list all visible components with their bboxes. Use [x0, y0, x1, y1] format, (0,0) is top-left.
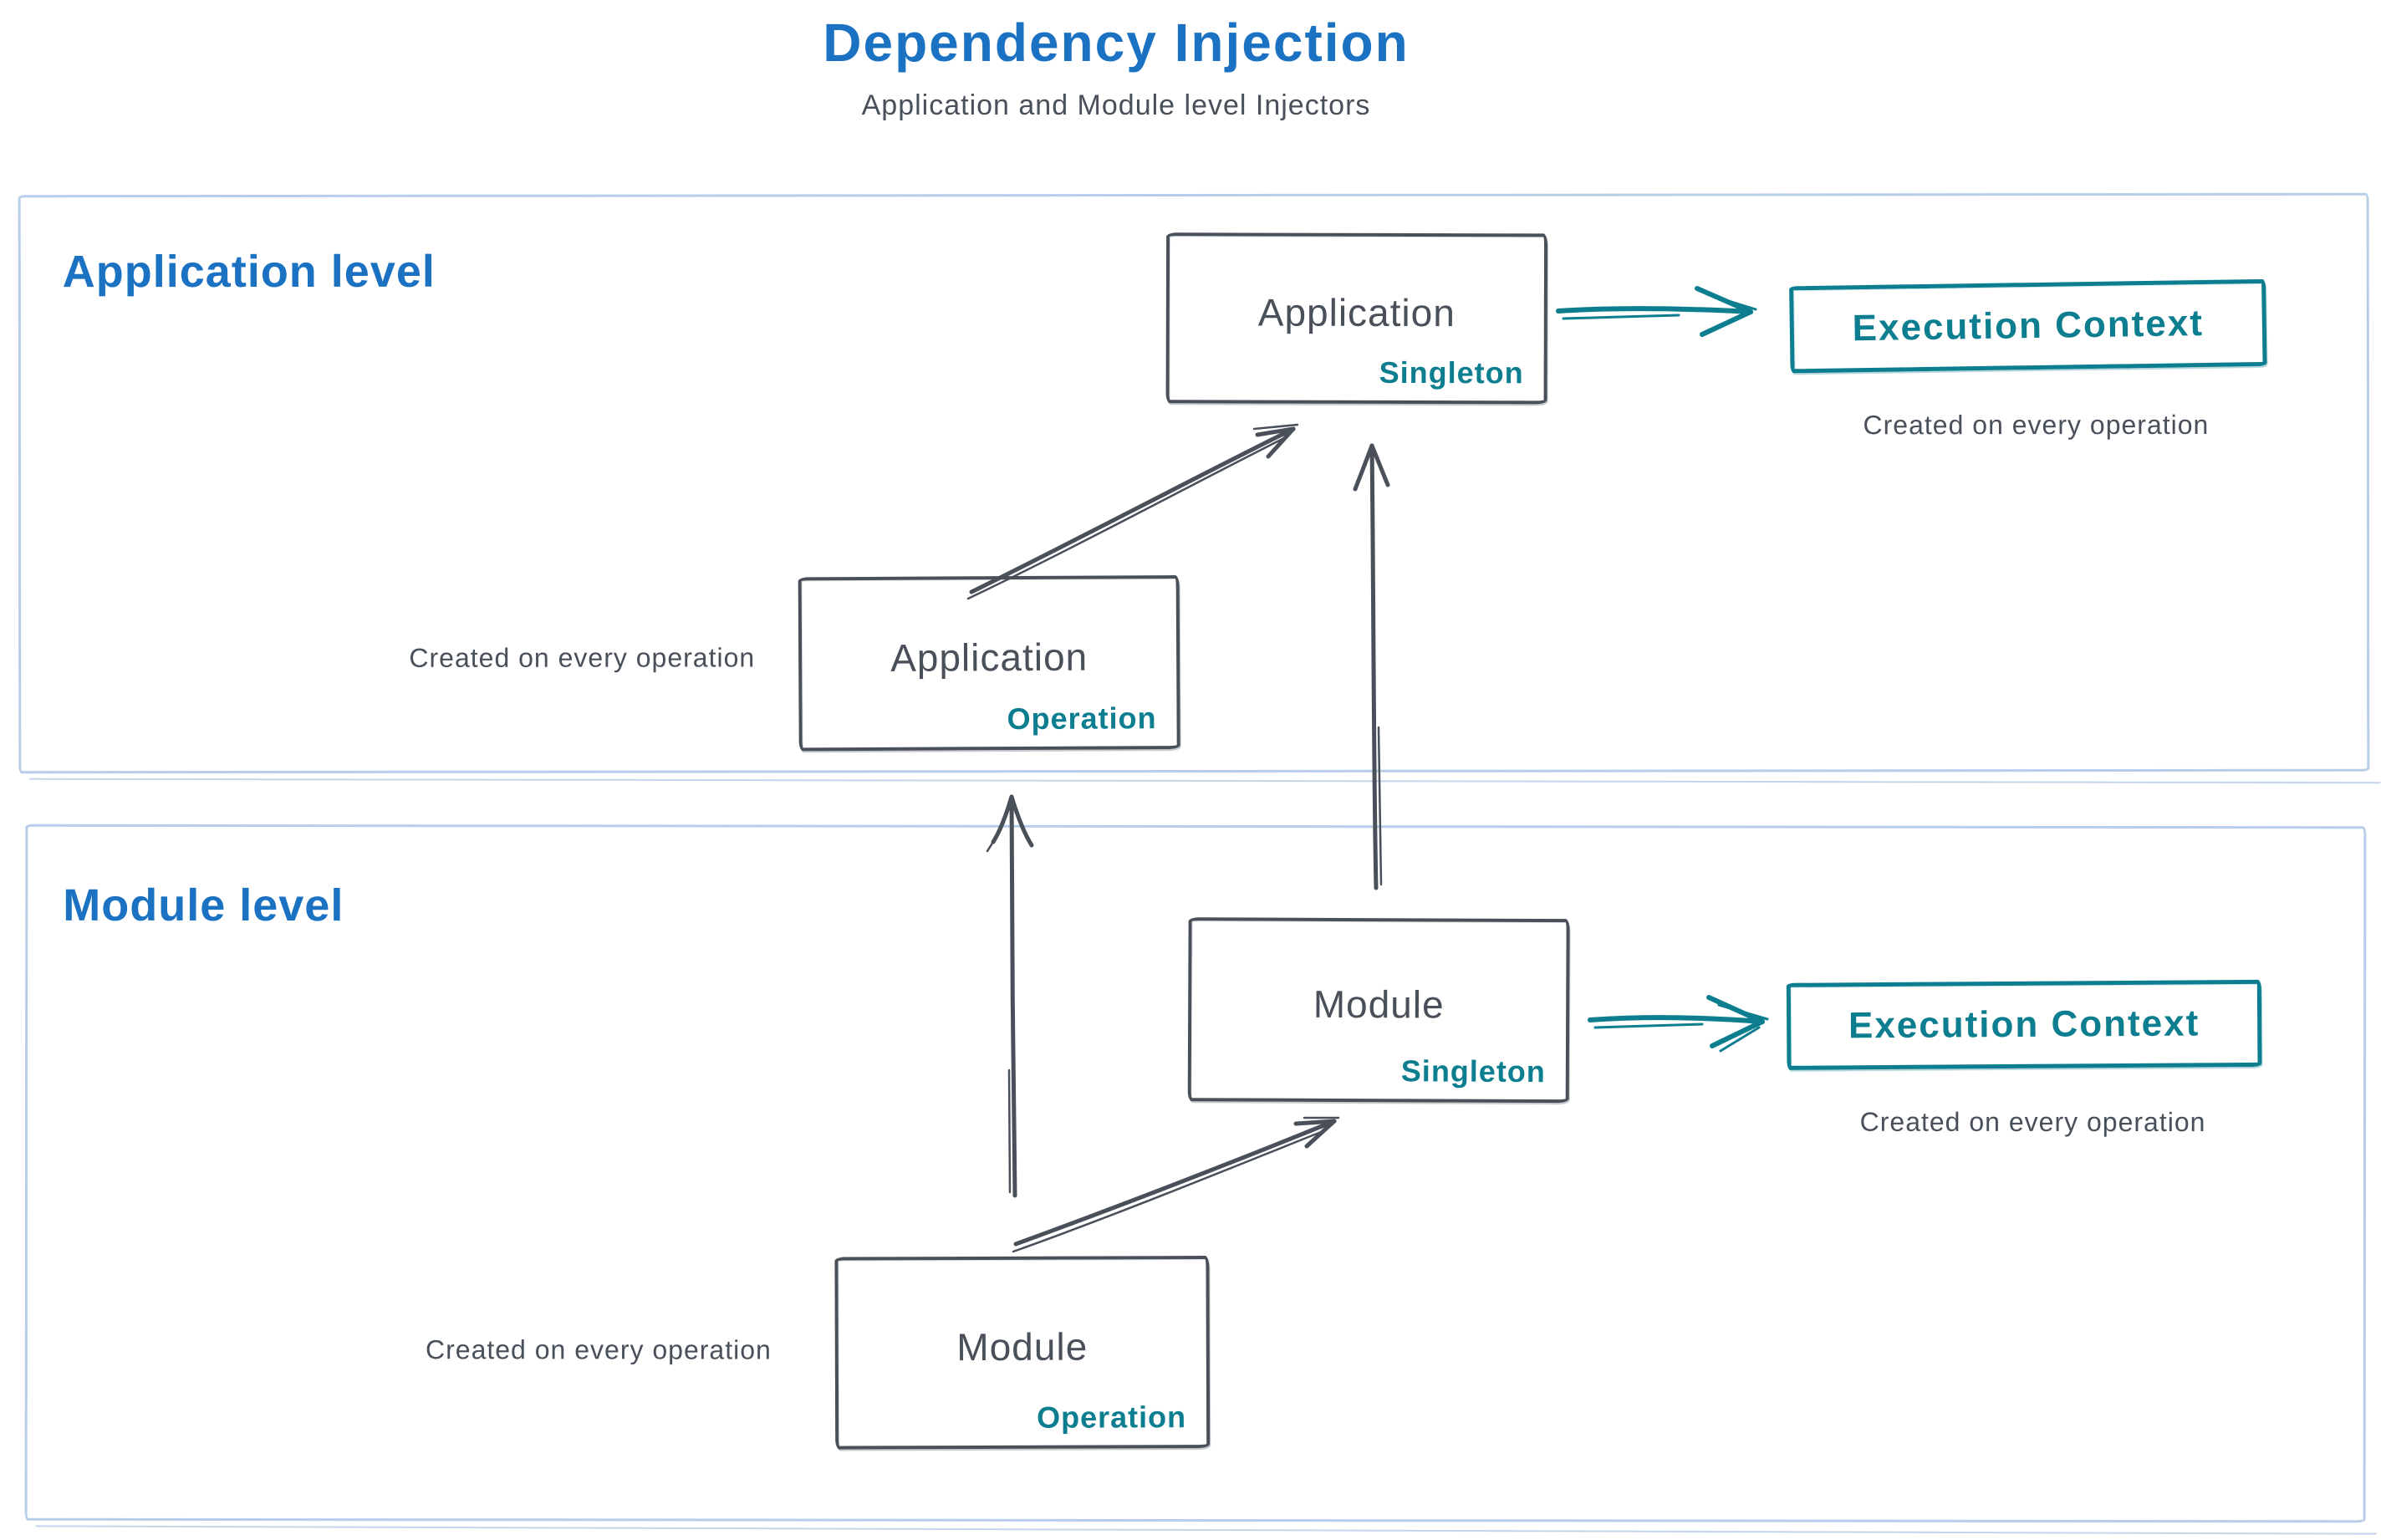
diagram-subtitle: Application and Module level Injectors [861, 89, 1371, 122]
module-operation-title: Module [956, 1324, 1088, 1369]
application-operation-scope: Operation [1007, 701, 1157, 737]
module-operation-caption: Created on every operation [426, 1334, 772, 1365]
diagram-header: Dependency Injection Application and Mod… [752, 8, 1480, 122]
module-singleton-title: Module [1313, 982, 1445, 1027]
module-level-label: Module level [63, 880, 344, 931]
diagram-title: Dependency Injection [823, 13, 1410, 73]
module-operation-scope: Operation [1036, 1400, 1187, 1435]
application-operation-title: Application [890, 635, 1088, 680]
application-level-label: Application level [62, 246, 436, 298]
application-execution-context-box: Execution Context [1789, 278, 2267, 374]
application-operation-box: Application Operation [798, 575, 1180, 752]
module-singleton-scope: Singleton [1400, 1053, 1546, 1089]
application-execution-caption: Created on every operation [1863, 409, 2210, 441]
application-level-section: Application level Application Singleton … [18, 192, 2370, 774]
module-execution-context-box: Execution Context [1786, 979, 2262, 1070]
application-singleton-title: Application [1257, 290, 1456, 335]
module-execution-caption: Created on every operation [1859, 1106, 2206, 1138]
application-singleton-box: Application Singleton [1165, 232, 1548, 405]
module-operation-box: Module Operation [834, 1256, 1211, 1450]
module-level-section: Module level Module Singleton Module Ope… [24, 824, 2367, 1523]
application-operation-caption: Created on every operation [409, 642, 756, 673]
module-singleton-box: Module Singleton [1187, 917, 1570, 1104]
application-singleton-scope: Singleton [1379, 354, 1524, 390]
